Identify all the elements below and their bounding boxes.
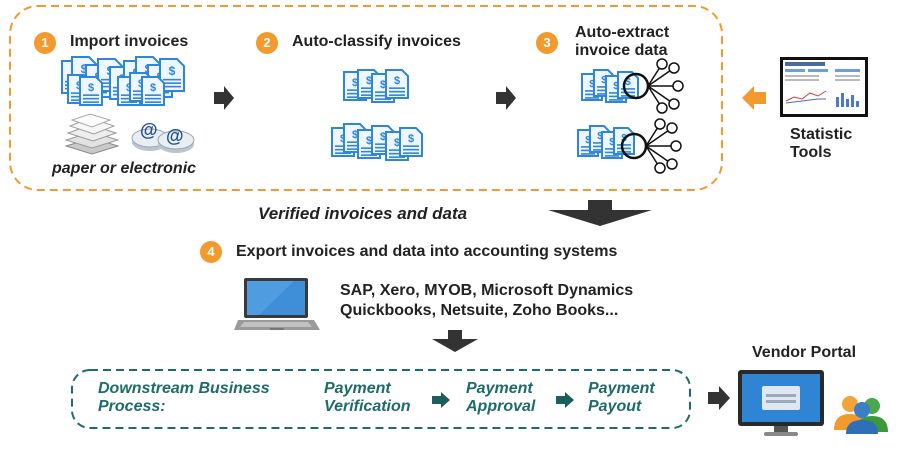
invoice-document-icon: $ [141,76,165,106]
paper-stack-icon [64,113,120,155]
invoice-document-icon: $ [385,69,409,99]
step-3-badge: 3 [536,32,558,54]
arrow-verification-to-approval [432,392,450,408]
svg-text:$: $ [609,137,615,148]
svg-text:$: $ [366,75,372,87]
extraction-node-icon [620,118,682,174]
stage-payment-approval: Payment Approval [466,380,536,415]
invoice-document-icon: $ [159,58,185,92]
arrow-statistic-to-extract [742,86,766,110]
extract-invoice-bottom-icon: $$$$ [577,118,682,174]
svg-text:$: $ [625,77,631,88]
invoice-stack-icon: $$$$$$$$$$$$$$ [61,56,185,106]
stage-payment-payout: Payment Payout [588,380,655,415]
svg-text:$: $ [352,129,358,141]
svg-text:$: $ [380,131,386,143]
svg-text:$: $ [613,81,619,92]
step-2-title: Auto-classify invoices [292,33,461,50]
svg-text:$: $ [169,64,176,78]
step-1-badge: 1 [34,32,56,54]
step-4-badge: 4 [200,241,222,263]
arrow-verified-down [548,200,652,226]
accounting-systems-line-1: SAP, Xero, MYOB, Microsoft Dynamics [340,282,634,299]
svg-text:$: $ [366,135,372,147]
arrow-to-vendor-portal [708,386,730,410]
svg-text:$: $ [352,77,358,89]
svg-text:$: $ [408,133,414,145]
classified-invoices-bottom-icon: $$$$$$ [331,123,423,161]
import-caption: paper or electronic [52,160,197,177]
monitor-icon [738,370,824,436]
laptop-icon [234,278,320,330]
svg-text:$: $ [601,75,607,86]
classified-invoices-top-icon: $ $ $ $ [343,69,409,103]
email-icon [131,128,195,153]
svg-text:$: $ [589,79,595,90]
email-at-symbol-2: @ [166,126,184,146]
step-2-badge: 2 [256,32,278,54]
step-4-title: Export invoices and data into accounting… [236,243,618,260]
extract-invoice-top-icon: $ $ $ $ [581,58,684,114]
step-1-title: Import invoices [70,33,189,50]
svg-text:$: $ [394,137,400,149]
vendor-portal-label: Vendor Portal [752,344,857,361]
svg-text:$: $ [150,82,156,94]
arrow-approval-to-payout [556,392,574,408]
users-icon [834,396,888,434]
step-3-title: Auto-extract invoice data [575,24,670,59]
svg-text:$: $ [585,135,591,146]
verified-invoices-label: Verified invoices and data [258,204,468,223]
invoice-document-icon: $ [79,76,103,106]
extraction-node-icon [622,58,684,114]
statistic-tools-label: Statistic Tools [790,126,853,161]
svg-text:$: $ [394,75,400,87]
svg-text:$: $ [88,82,94,94]
svg-text:$: $ [597,131,603,142]
downstream-label: Downstream Business Process: [98,380,270,415]
arrow-to-downstream [432,330,478,352]
accounting-systems-line-2: Quickbooks, Netsuite, Zoho Books... [340,302,619,319]
invoice-document-icon: $ [399,127,423,157]
svg-text:$: $ [81,62,88,76]
svg-text:$: $ [380,79,386,91]
statistic-tools-screenshot-icon [780,57,868,117]
arrow-step1-to-step2 [214,86,234,110]
arrow-step2-to-step3 [496,86,516,110]
email-at-symbol: @ [140,120,158,140]
stage-payment-verification: Payment Verification [324,380,411,415]
